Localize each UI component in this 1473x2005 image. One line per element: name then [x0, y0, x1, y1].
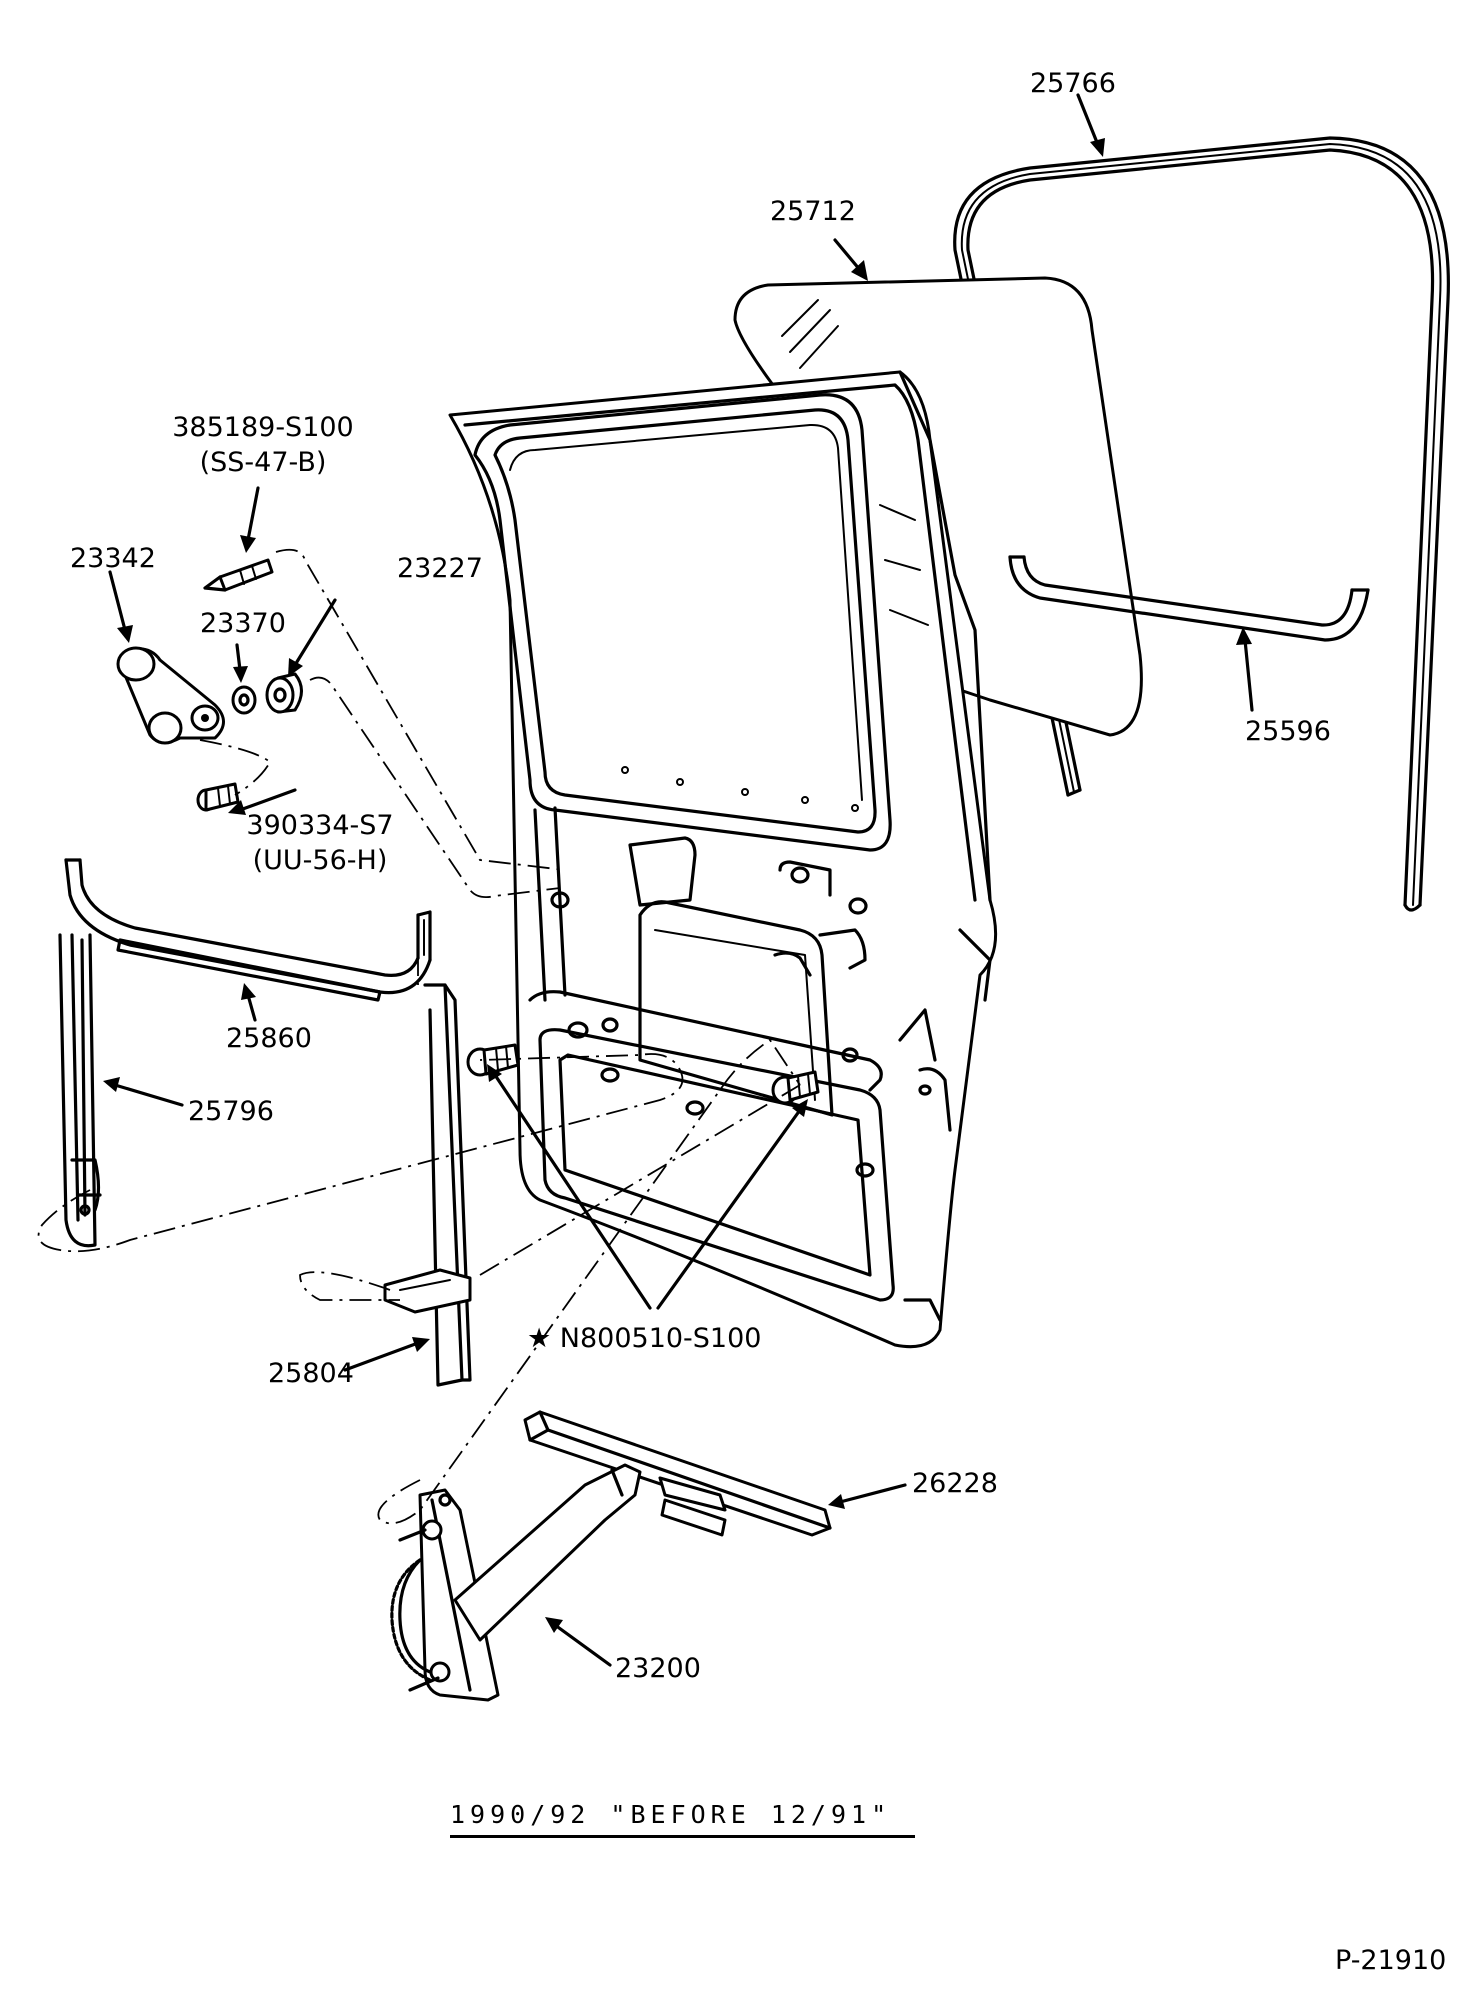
label-25766: 25766	[1030, 68, 1116, 99]
label-25860: 25860	[226, 1023, 312, 1054]
window-handle-23342	[116, 646, 225, 745]
bolt-385189	[203, 558, 274, 592]
glass-run-25860	[64, 858, 432, 1002]
glass-run-25796	[58, 933, 102, 1248]
label-23200: 23200	[615, 1653, 701, 1684]
label-25712: 25712	[770, 196, 856, 227]
bushing-23227	[265, 672, 303, 714]
diagram-caption: 1990/92 "BEFORE 12/91"	[450, 1800, 892, 1829]
glass-run-25804	[383, 983, 472, 1387]
label-23370: 23370	[200, 608, 286, 639]
label-23342: 23342	[70, 543, 156, 574]
label-n800510-s100: ★ N800510-S100	[527, 1323, 762, 1354]
glass-channel-26228	[523, 1410, 832, 1537]
assembly-lines	[37, 548, 801, 1525]
glass-run-weatherstrip-25766	[953, 136, 1450, 912]
bolt-n800510-right	[771, 1070, 820, 1105]
label-25804: 25804	[268, 1358, 354, 1389]
label-23227: 23227	[397, 553, 483, 584]
screw-390334	[196, 782, 240, 812]
figure-number: P-21910	[1335, 1945, 1447, 1976]
washer-23370	[231, 685, 257, 715]
door-inner-panel	[448, 370, 998, 1349]
label-390334-s7-code: (UU-56-H)	[252, 845, 388, 877]
label-25796: 25796	[188, 1096, 274, 1127]
label-25596: 25596	[1245, 716, 1331, 747]
label-385189-s100: 385189-S100 (SS-47-B)	[168, 410, 358, 480]
label-26228: 26228	[912, 1468, 998, 1499]
label-385189-s100-number: 385189-S100	[172, 412, 354, 443]
label-390334-s7: 390334-S7 (UU-56-H)	[230, 808, 410, 878]
label-390334-s7-number: 390334-S7	[246, 810, 394, 841]
caption-underline	[450, 1835, 915, 1838]
label-385189-s100-code: (SS-47-B)	[199, 447, 327, 479]
leader-lines	[103, 93, 1254, 1667]
window-regulator-23200	[390, 1463, 642, 1702]
glass-channel-25596	[1008, 555, 1370, 642]
